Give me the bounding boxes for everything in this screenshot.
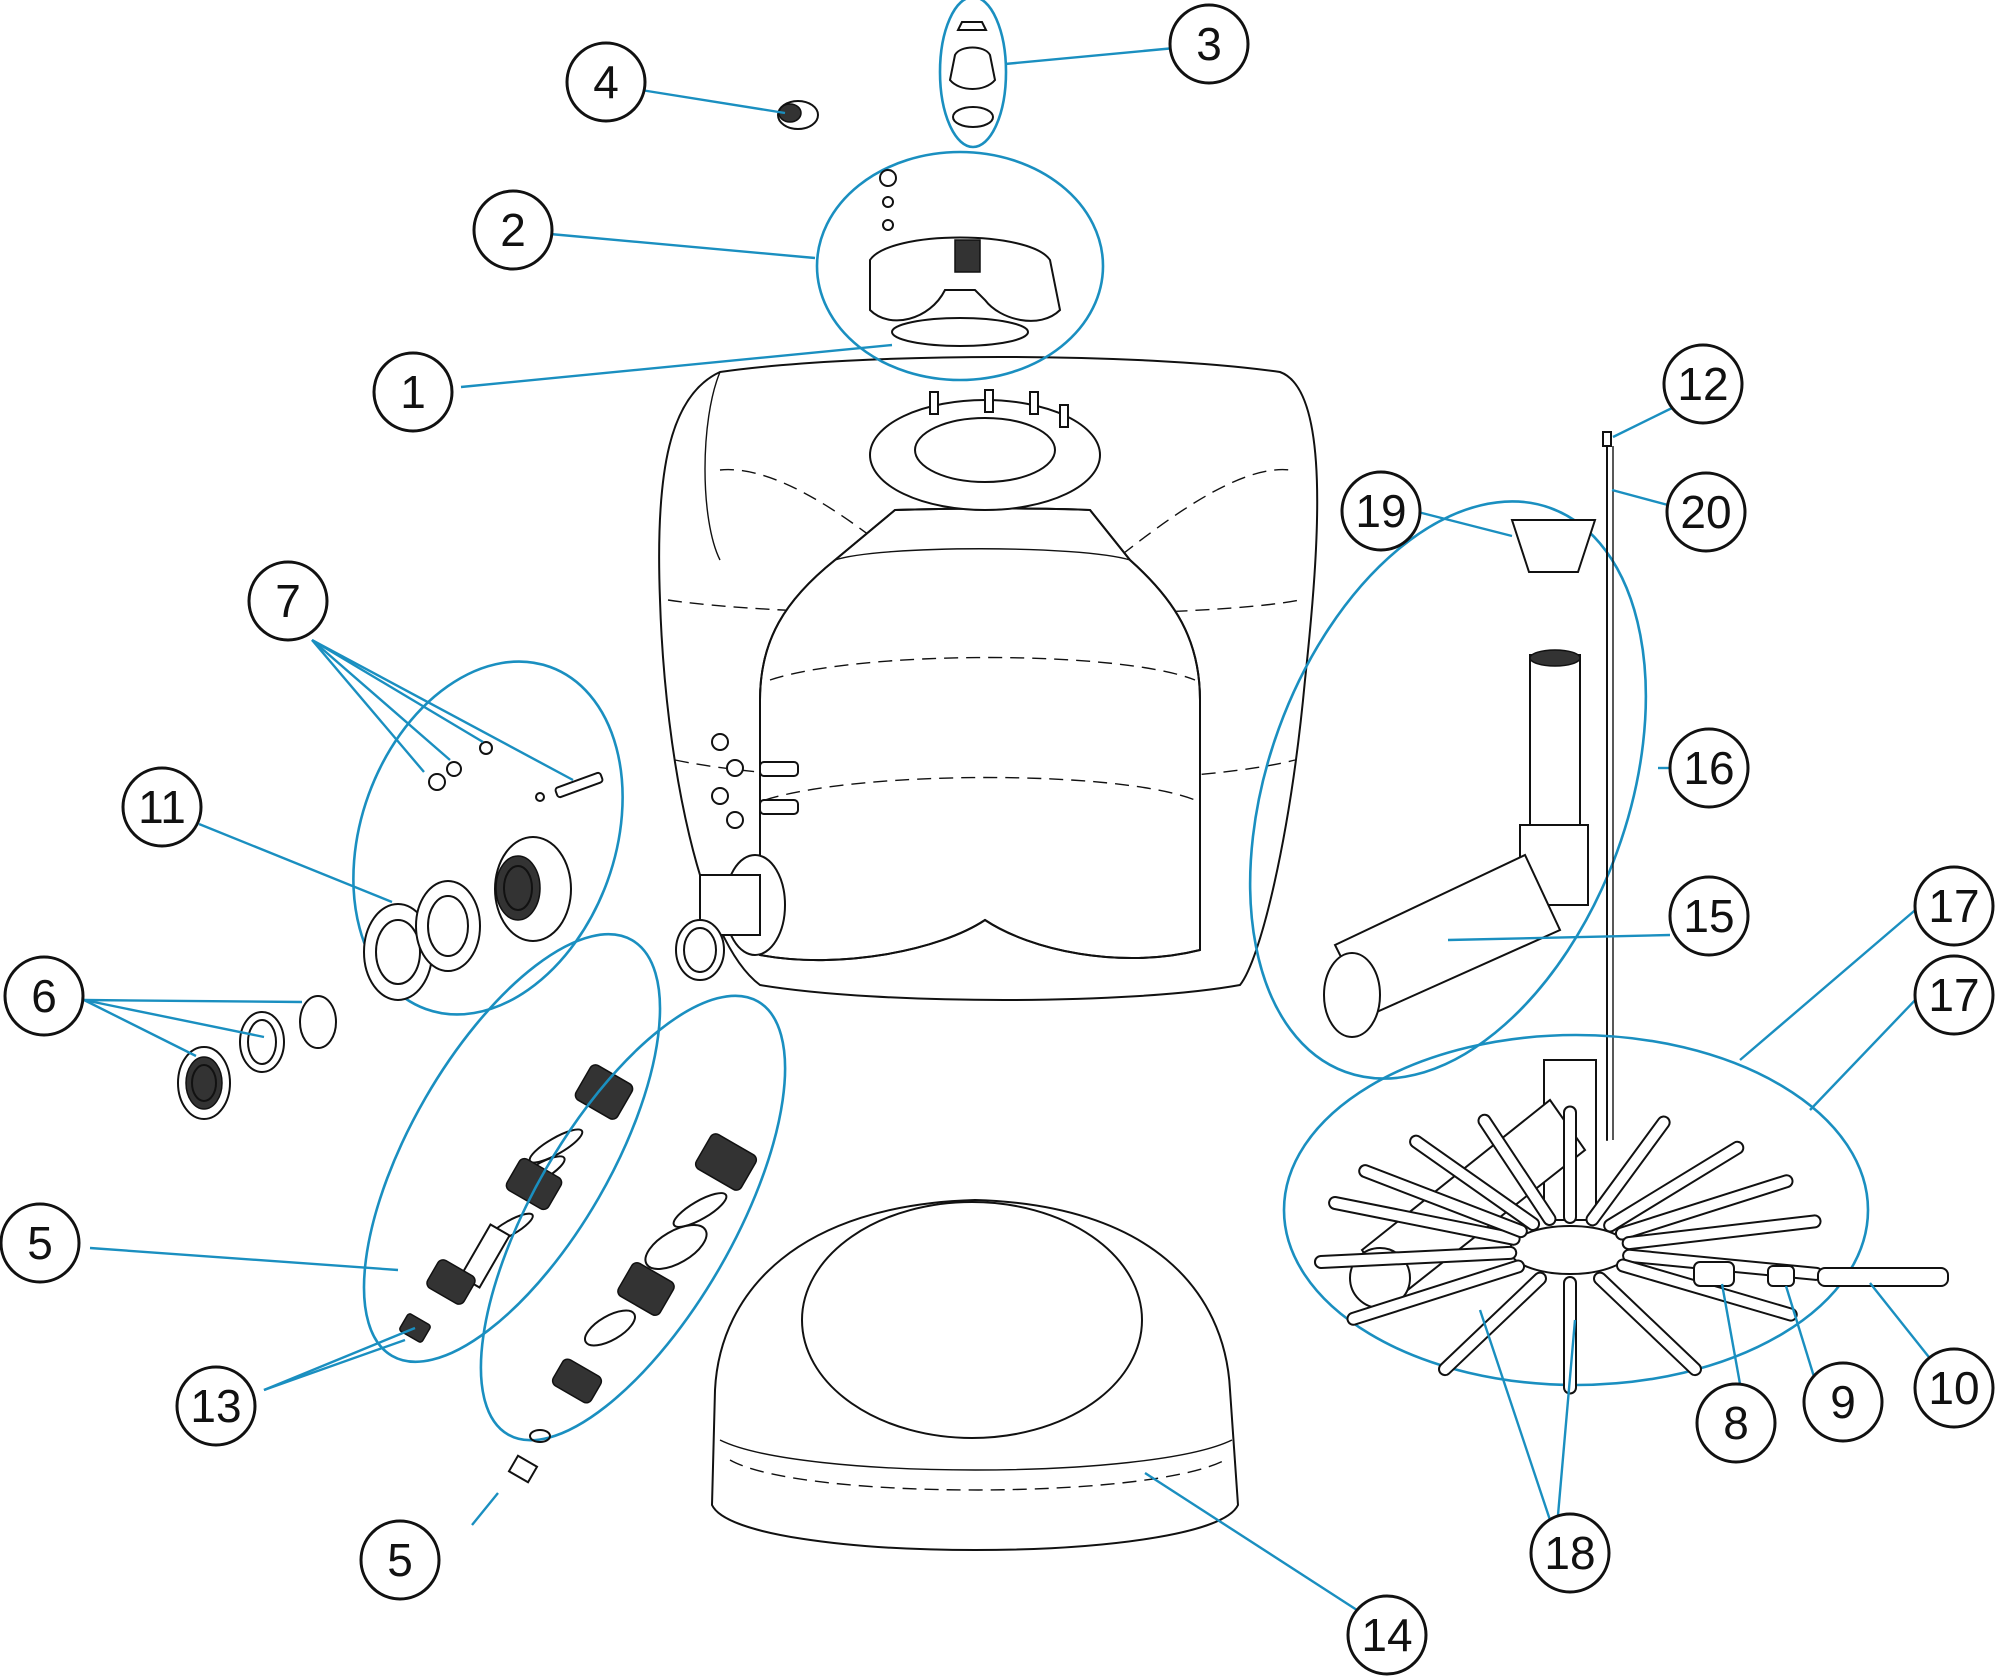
callout-c5b: 5 [359,1519,441,1601]
callout-number: 5 [27,1217,53,1269]
callout-c2: 2 [472,189,554,271]
callout-number: 17 [1928,880,1979,932]
lateral-pipe-fill [1617,1260,1796,1320]
callout-c1: 1 [372,351,454,433]
callout-c12: 12 [1662,343,1744,425]
callout-number: 17 [1928,969,1979,1021]
lateral-parts [1693,1261,1949,1287]
callout-number: 4 [593,56,619,108]
lateral-pipe-fill [1479,1115,1555,1224]
callout-number: 9 [1830,1376,1856,1428]
callout-c17b: 17 [1913,954,1995,1036]
lateral-pipe-fill [1411,1136,1539,1229]
callout-number: 20 [1680,486,1731,538]
tank-cover-assembly [815,150,1105,382]
cap-nut [777,100,819,130]
callout-c13: 13 [175,1365,257,1447]
lateral-pipe-fill [1330,1197,1519,1244]
flange-assembly [352,660,624,1016]
callout-c16: 16 [1668,727,1750,809]
callout-c7: 7 [247,560,329,642]
callout-number: 11 [138,781,186,833]
union-fitting [177,995,337,1120]
callout-c11: 11 [121,766,203,848]
callout-c15: 15 [1668,875,1750,957]
collector-pipe-assembly [1248,500,1648,1080]
lateral-pipe-fill [1315,1247,1516,1267]
callout-number: 1 [400,366,426,418]
callout-number: 12 [1677,358,1728,410]
callout-number: 7 [275,575,301,627]
callout-c10: 10 [1913,1347,1995,1429]
callout-number: 2 [500,204,526,256]
callout-c19: 19 [1340,470,1422,552]
lateral-pipe-fill [1348,1261,1524,1324]
lateral-pipe-fill [1595,1273,1700,1375]
callout-number: 6 [31,970,57,1022]
callout-number: 3 [1196,18,1222,70]
callout-c8: 8 [1695,1382,1777,1464]
callout-c14: 14 [1346,1594,1428,1676]
callout-c6: 6 [3,955,85,1037]
callout-c9: 9 [1802,1361,1884,1443]
callout-number: 13 [190,1380,241,1432]
callout-number: 15 [1683,890,1734,942]
callout-number: 8 [1723,1397,1749,1449]
callout-c17a: 17 [1913,865,1995,947]
lateral-pipe-fill [1360,1166,1526,1237]
filter-tank [658,356,1319,1001]
lateral-pipe-fill [1440,1273,1545,1375]
callout-c3: 3 [1168,3,1250,85]
valve-assembly [938,0,1008,149]
multiport-parts-right [479,994,787,1484]
air-bleed-rod [1602,431,1614,1141]
callout-c5a: 5 [0,1202,81,1284]
lateral-pipe-fill [1623,1216,1820,1249]
callout-number: 16 [1683,742,1734,794]
tank-base [710,1198,1240,1551]
leader-lines [83,46,1937,1614]
callout-number: 18 [1544,1527,1595,1579]
callout-number: 10 [1928,1362,1979,1414]
lateral-pipe-fill [1587,1117,1669,1225]
lateral-pipe-fill [1605,1142,1743,1231]
callout-number: 19 [1355,485,1406,537]
lateral-hub-assembly [1282,1033,1870,1395]
lateral-pipe-fill [1616,1176,1792,1239]
callout-c4: 4 [565,41,647,123]
callout-c18: 18 [1529,1512,1611,1594]
callout-number: 5 [387,1534,413,1586]
callout-c20: 20 [1665,471,1747,553]
callout-number: 14 [1361,1609,1412,1661]
